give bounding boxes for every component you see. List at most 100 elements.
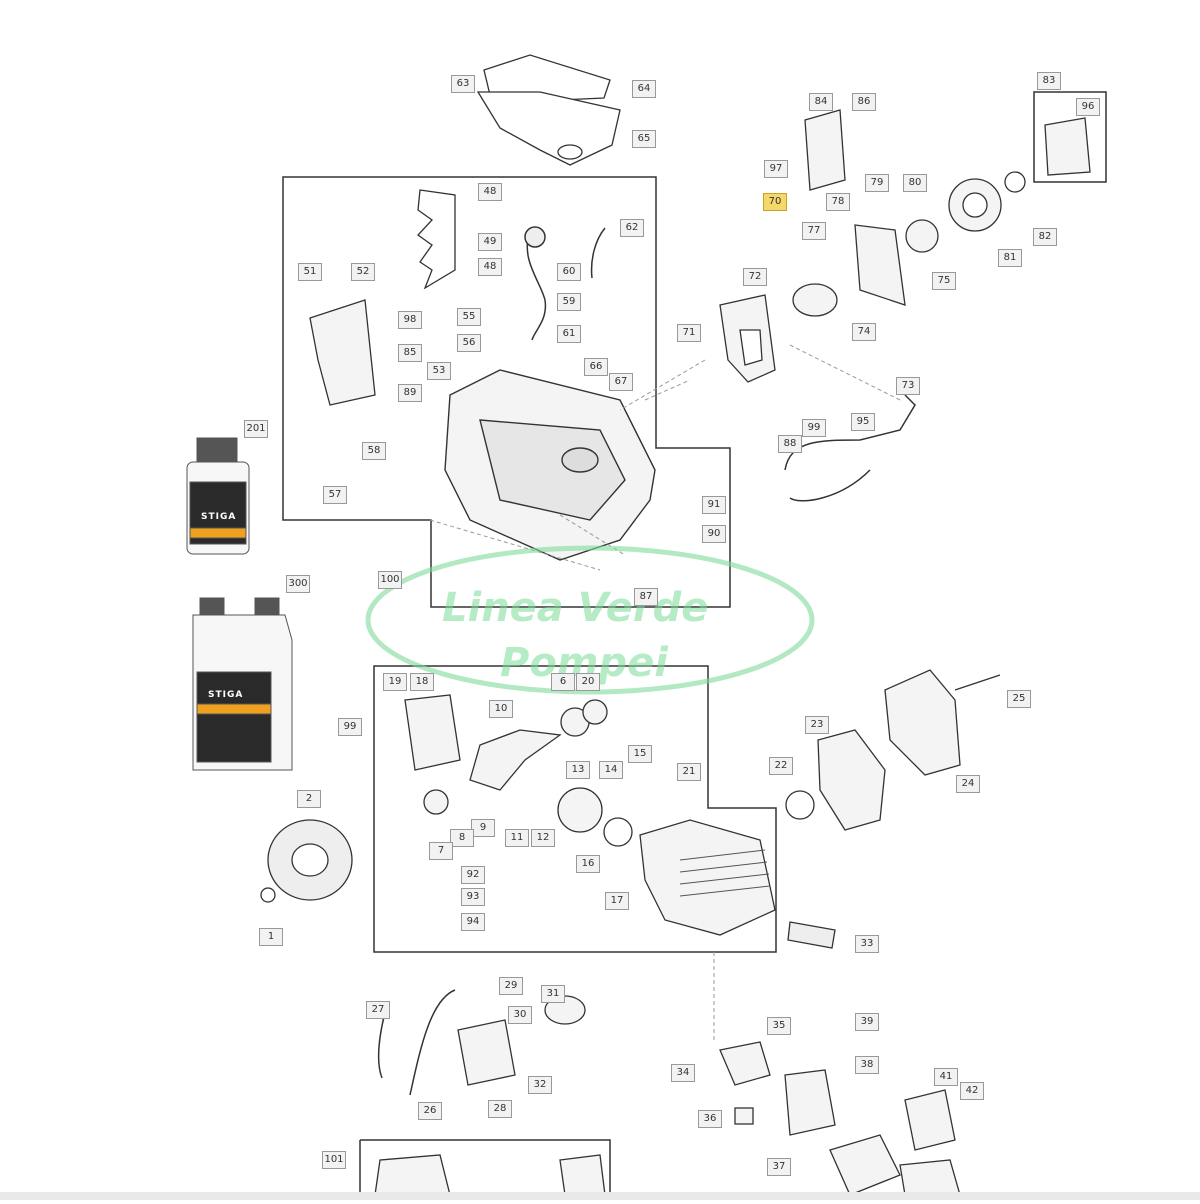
tensioner-rod <box>784 394 916 502</box>
callout-30: 30 <box>508 1006 532 1024</box>
callout-48a: 48 <box>478 183 502 201</box>
callout-17: 17 <box>605 892 629 910</box>
callout-95: 95 <box>851 413 875 431</box>
callout-29: 29 <box>499 977 523 995</box>
spark-plug <box>787 921 836 949</box>
oil-tank-cover <box>309 299 376 406</box>
callout-32: 32 <box>528 1076 552 1094</box>
callout-64: 64 <box>632 80 656 98</box>
sprocket-cover-parts <box>719 109 1091 383</box>
callout-72: 72 <box>743 268 767 286</box>
bumper-spike <box>417 189 456 290</box>
callout-93: 93 <box>461 888 485 906</box>
callout-6: 6 <box>551 673 575 691</box>
callout-11: 11 <box>505 829 529 847</box>
callout-59: 59 <box>557 293 581 311</box>
callout-21: 21 <box>677 763 701 781</box>
callout-71: 71 <box>677 324 701 342</box>
fan-group-frame <box>359 1139 611 1200</box>
callout-20: 20 <box>576 673 600 691</box>
callout-99b: 99 <box>338 718 362 736</box>
callout-26: 26 <box>418 1102 442 1120</box>
callout-22: 22 <box>769 757 793 775</box>
callout-38: 38 <box>855 1056 879 1074</box>
callout-73: 73 <box>896 377 920 395</box>
callout-52: 52 <box>351 263 375 281</box>
callout-27: 27 <box>366 1001 390 1019</box>
page-bottom-edge <box>0 1192 1200 1200</box>
callout-33: 33 <box>855 935 879 953</box>
callout-201: 201 <box>244 420 268 438</box>
callout-16: 16 <box>576 855 600 873</box>
callout-31: 31 <box>541 985 565 1003</box>
callout-65: 65 <box>632 130 656 148</box>
crankcase-body <box>444 369 656 561</box>
oil-bottle-large <box>192 597 293 771</box>
callout-88: 88 <box>778 435 802 453</box>
callout-37: 37 <box>767 1158 791 1176</box>
callout-300: 300 <box>286 575 310 593</box>
callout-24: 24 <box>956 775 980 793</box>
callout-51: 51 <box>298 263 322 281</box>
callout-87: 87 <box>634 588 658 606</box>
callout-9: 9 <box>471 819 495 837</box>
callout-50: 49 <box>478 233 502 251</box>
callout-74: 74 <box>852 323 876 341</box>
callout-25: 25 <box>1007 690 1031 708</box>
callout-28: 28 <box>488 1100 512 1118</box>
callout-99: 99 <box>802 419 826 437</box>
callout-2: 2 <box>297 790 321 808</box>
callout-86: 86 <box>852 93 876 111</box>
callout-82: 82 <box>1033 228 1057 246</box>
callout-12: 12 <box>531 829 555 847</box>
callout-35: 35 <box>767 1017 791 1035</box>
callout-70-highlighted: 70 <box>763 193 787 211</box>
chain-guard-plates <box>476 54 621 166</box>
callout-60: 60 <box>557 263 581 281</box>
callout-34: 34 <box>671 1064 695 1082</box>
callout-77: 77 <box>802 222 826 240</box>
callout-89: 89 <box>398 384 422 402</box>
engine-parts <box>404 694 776 936</box>
oil-bottle-small <box>186 437 250 555</box>
crankcase-group-frame <box>282 176 731 608</box>
callout-81: 81 <box>998 249 1022 267</box>
callout-80: 80 <box>903 174 927 192</box>
callout-39: 39 <box>855 1013 879 1031</box>
callout-100: 100 <box>378 571 402 589</box>
callout-101: 101 <box>322 1151 346 1169</box>
callout-14: 14 <box>599 761 623 779</box>
callout-62: 62 <box>620 219 644 237</box>
callout-56: 56 <box>457 334 481 352</box>
callout-97: 97 <box>764 160 788 178</box>
callout-8: 8 <box>450 829 474 847</box>
callout-67: 67 <box>609 373 633 391</box>
callout-18: 18 <box>410 673 434 691</box>
air-filter-parts <box>785 669 1001 831</box>
callout-84: 84 <box>809 93 833 111</box>
callout-85: 85 <box>398 344 422 362</box>
callout-41: 41 <box>934 1068 958 1086</box>
callout-79: 79 <box>865 174 889 192</box>
callout-91: 91 <box>702 496 726 514</box>
callout-36: 36 <box>698 1110 722 1128</box>
callout-23: 23 <box>805 716 829 734</box>
callout-1: 1 <box>259 928 283 946</box>
callout-78: 78 <box>826 193 850 211</box>
callout-19: 19 <box>383 673 407 691</box>
callout-42: 42 <box>960 1082 984 1100</box>
callout-57: 57 <box>323 486 347 504</box>
callout-63: 63 <box>451 75 475 93</box>
callout-53: 53 <box>427 362 451 380</box>
callout-94: 94 <box>461 913 485 931</box>
callout-75: 75 <box>932 272 956 290</box>
callout-90: 90 <box>702 525 726 543</box>
bottle-small-brand: STIGA <box>201 512 237 522</box>
watermark-line-1: Linea Verde <box>442 585 709 631</box>
callout-58: 58 <box>362 442 386 460</box>
callout-7: 7 <box>429 842 453 860</box>
callout-48b: 48 <box>478 258 502 276</box>
cable-group <box>377 226 606 1096</box>
